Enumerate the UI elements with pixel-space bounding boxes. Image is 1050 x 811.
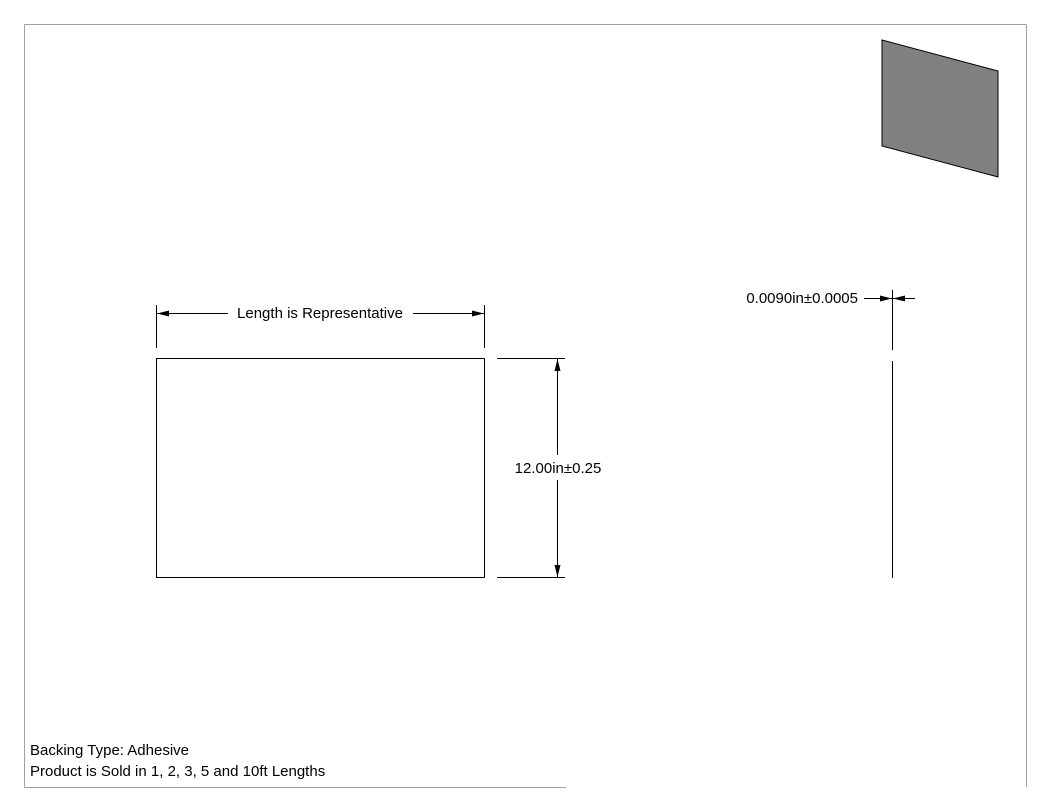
length-label: Length is Representative: [237, 305, 403, 322]
width-label: 12.00in±0.25: [515, 460, 602, 477]
isometric-view: [881, 39, 999, 178]
length-dimension: [156, 305, 485, 348]
thickness-label: 0.0090in±0.0005: [746, 290, 858, 307]
sheet-border: [24, 24, 1027, 788]
backing-type-note: Backing Type: Adhesive: [30, 742, 189, 759]
drawing-notes: Backing Type: Adhesive Product is Sold i…: [30, 740, 325, 782]
width-dimension: [497, 358, 565, 578]
sold-lengths-note: Product is Sold in 1, 2, 3, 5 and 10ft L…: [30, 763, 326, 780]
front-view-outline: [156, 358, 485, 578]
thickness-dimension: [864, 290, 915, 350]
